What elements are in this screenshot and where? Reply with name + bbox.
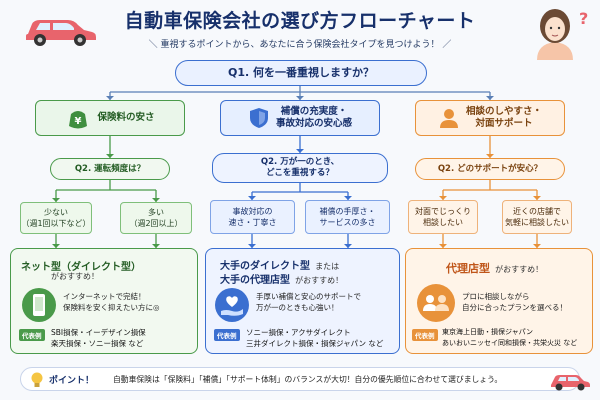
result-direct-example-line2: 楽天損保・ソニー損保 など	[51, 339, 144, 348]
shield-icon	[249, 108, 268, 128]
option-high-frequency-line1: 多い	[148, 208, 164, 217]
svg-text:¥: ¥	[75, 116, 82, 127]
category-support[interactable]: 相談のしやすさ・対面サポート	[415, 100, 565, 136]
question-2-support: Q2. どのサポートが安心？	[415, 158, 565, 180]
option-nearby-store[interactable]: 近くの店舗で気軽に相談したい	[502, 200, 572, 234]
result-direct-title: ネット型（ダイレクト型）	[21, 262, 141, 273]
result-agency-suffix: がおすすめ！	[495, 265, 544, 274]
result-major-suffix: がおすすめ！	[295, 276, 344, 285]
category-price-label: 保険料の安さ	[97, 112, 155, 123]
result-agency: 代理店型 がおすすめ！ プロに相談しながら 自分に合ったプランを選べる！ 代表例…	[405, 248, 593, 354]
result-major-example-line1: ソニー損保・アクサダイレクト	[246, 328, 351, 337]
option-coverage-services-line2: サービスの多さ	[319, 218, 376, 227]
result-agency-desc-line1: プロに相談しながら	[462, 292, 530, 301]
heart-hand-icon	[215, 288, 249, 322]
result-agency-tag: 代表例	[412, 329, 438, 341]
point-text: 自動車保険は「保険料」「補償」「サポート体制」のバランスが大切！自分の優先順位に…	[113, 375, 503, 384]
option-low-frequency-line2: （週1回以下など）	[21, 219, 91, 228]
option-low-frequency-line1: 少ない	[44, 208, 68, 217]
option-accident-response-line1: 事故対応の	[232, 207, 273, 216]
option-accident-response-line2: 速さ・丁寧さ	[228, 218, 277, 227]
result-major-tag: 代表例	[214, 329, 240, 341]
car-icon	[26, 20, 96, 46]
smartphone-icon	[22, 288, 56, 322]
category-support-line1: 相談のしやすさ・	[466, 106, 542, 117]
option-coverage-services[interactable]: 補償の手厚さ・サービスの多さ	[305, 200, 390, 234]
result-direct-example-line1: SBI損保・イーデザイン損保	[51, 328, 146, 337]
people-icon	[417, 284, 455, 322]
option-coverage-services-line1: 補償の手厚さ・	[319, 207, 376, 216]
question-2-priority-line2: どこを重視する？	[266, 168, 334, 178]
option-nearby-store-line1: 近くの店舗で	[513, 207, 561, 216]
svg-text:?: ?	[579, 9, 588, 28]
result-direct: ネット型（ダイレクト型） がおすすめ！ インターネットで完結！ 保険料を安く抑え…	[10, 248, 198, 354]
question-1: Q1. 何を一番重視しますか？	[175, 60, 427, 86]
result-direct-desc-line1: インターネットで完結！	[63, 292, 146, 301]
result-major-title-b: 大手の代理店型	[220, 275, 290, 286]
result-major-desc-line1: 手厚い補償と安心のサポートで	[256, 292, 361, 301]
page-subtitle: ＼ 重視するポイントから、あなたに合う保険会社タイプを見つけよう！ ／	[148, 40, 452, 50]
result-agency-title: 代理店型	[446, 262, 490, 275]
option-nearby-store-line2: 気軽に相談したい	[505, 218, 569, 227]
result-direct-suffix: がおすすめ！	[51, 272, 99, 281]
page-title: 自動車保険会社の選び方フローチャート	[124, 10, 476, 32]
result-agency-example-line1: 東京海上日動・損保ジャパン	[442, 328, 533, 336]
result-direct-tag: 代表例	[19, 329, 45, 341]
category-coverage-line1: 補償の充実度・	[280, 106, 348, 117]
result-major: 大手のダイレクト型 または 大手の代理店型 がおすすめ！ 手厚い補償と安心のサポ…	[205, 248, 400, 354]
question-2-priority: Q2. 万が一のとき、どこを重視する？	[212, 153, 388, 183]
result-direct-desc-line2: 保険料を安く抑えたい方に◎	[63, 303, 160, 312]
option-high-frequency[interactable]: 多い （週2回以上）	[120, 202, 192, 234]
lightbulb-icon	[31, 372, 43, 387]
result-major-title-a: 大手のダイレクト型	[220, 261, 310, 272]
option-face-to-face-line2: 相談したい	[423, 218, 463, 227]
point-label: ポイント！	[49, 376, 95, 386]
point-bar: ポイント！ 自動車保険は「保険料」「補償」「サポート体制」のバランスが大切！自分…	[20, 367, 580, 391]
result-major-example-line2: 三井ダイレクト損保・損保ジャパン など	[246, 339, 384, 348]
category-support-line2: 対面サポート	[475, 118, 533, 129]
thinking-person-icon: ?	[537, 9, 588, 60]
option-accident-response[interactable]: 事故対応の速さ・丁寧さ	[210, 200, 295, 234]
result-agency-desc-line2: 自分に合ったプランを選べる！	[462, 303, 567, 312]
option-face-to-face-line1: 対面でじっくり	[415, 207, 471, 216]
person-icon	[440, 109, 459, 128]
category-price[interactable]: ¥ 保険料の安さ	[35, 100, 185, 136]
category-coverage-line2: 事故対応の安心感	[275, 118, 352, 129]
result-major-title-join: または	[315, 262, 340, 271]
result-major-desc-line2: 万が一のときも心強い！	[256, 303, 339, 312]
category-coverage[interactable]: 補償の充実度・事故対応の安心感	[220, 100, 380, 136]
yen-icon: ¥	[69, 111, 88, 129]
question-2-frequency: Q2. 運転頻度は？	[50, 158, 170, 180]
small-car-icon	[551, 375, 590, 391]
result-agency-example-line2: あいおいニッセイ同和損保・共栄火災 など	[442, 339, 578, 347]
option-face-to-face[interactable]: 対面でじっくり相談したい	[408, 200, 478, 234]
option-low-frequency[interactable]: 少ない （週1回以下など）	[20, 202, 92, 234]
question-2-priority-line1: Q2. 万が一のとき、	[260, 157, 340, 167]
option-high-frequency-line2: （週2回以上）	[129, 219, 183, 228]
